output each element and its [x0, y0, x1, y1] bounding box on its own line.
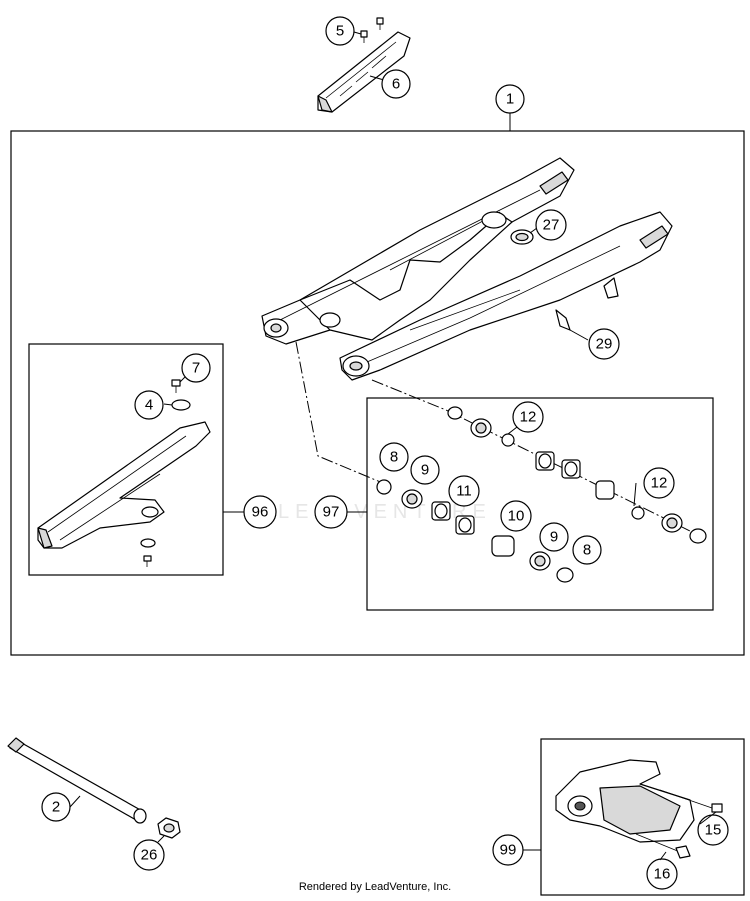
- callout-5: 5: [325, 16, 355, 46]
- svg-text:4: 4: [145, 397, 153, 414]
- svg-text:12: 12: [520, 409, 537, 426]
- washer-lower: [140, 538, 156, 548]
- callout-96: 96: [243, 495, 277, 529]
- svg-text:2: 2: [52, 799, 60, 816]
- svg-text:97: 97: [323, 504, 340, 521]
- bearing-parts-upper: [447, 406, 707, 544]
- callout-12-upper: 12: [512, 401, 544, 433]
- svg-text:8: 8: [390, 449, 398, 466]
- svg-text:99: 99: [500, 842, 517, 859]
- axle-nut: [157, 817, 181, 839]
- callout-9-left: 9: [410, 455, 440, 485]
- washer-4: [171, 399, 191, 411]
- callout-29: 29: [588, 328, 620, 360]
- callout-16: 16: [646, 858, 678, 890]
- svg-text:5: 5: [336, 23, 344, 40]
- svg-text:16: 16: [654, 866, 671, 883]
- screw-7: [171, 379, 181, 393]
- callout-2: 2: [41, 792, 71, 822]
- callout-97: 97: [314, 495, 348, 529]
- swingarm-assembly-box: [10, 130, 745, 656]
- footer-credit: Rendered by LeadVenture, Inc.: [298, 881, 452, 893]
- pivot-axis-line-left: [295, 341, 391, 487]
- callout-8-right: 8: [572, 535, 602, 565]
- callout-7: 7: [181, 353, 211, 383]
- svg-text:12: 12: [651, 475, 668, 492]
- screw-lower: [143, 555, 152, 567]
- svg-text:29: 29: [596, 336, 613, 353]
- upper-chain-slider: [317, 31, 411, 113]
- svg-text:10: 10: [508, 508, 525, 525]
- callout-10: 10: [500, 500, 532, 532]
- swingarm: [261, 157, 673, 381]
- svg-text:27: 27: [543, 217, 560, 234]
- svg-text:15: 15: [705, 822, 722, 839]
- svg-text:96: 96: [252, 504, 269, 521]
- chain-guide: [555, 759, 723, 859]
- callout-15: 15: [697, 814, 729, 846]
- svg-text:8: 8: [583, 542, 591, 559]
- chain-guide-kit-box: [540, 738, 745, 896]
- svg-text:9: 9: [550, 529, 558, 546]
- callout-6: 6: [381, 69, 411, 99]
- bearing-parts-lower: [376, 479, 574, 583]
- svg-text:7: 7: [192, 360, 200, 377]
- callout-9-right: 9: [539, 522, 569, 552]
- svg-text:26: 26: [141, 847, 158, 864]
- lower-chain-slider: [37, 421, 211, 549]
- callout-8-left: 8: [379, 442, 409, 472]
- swingarm-axle: [7, 737, 147, 824]
- svg-text:6: 6: [392, 76, 400, 93]
- callout-27: 27: [535, 209, 567, 241]
- callout-4: 4: [134, 390, 164, 420]
- callout-26: 26: [133, 839, 165, 871]
- callout-99: 99: [492, 834, 524, 866]
- svg-text:9: 9: [421, 462, 429, 479]
- svg-text:1: 1: [506, 91, 514, 108]
- svg-text:11: 11: [456, 483, 472, 500]
- callout-12-lower: 12: [643, 467, 675, 499]
- screw-5a: [376, 17, 384, 30]
- bearing-kit-box: [366, 397, 714, 611]
- callout-1: 1: [495, 84, 525, 114]
- screw-5b: [360, 30, 368, 43]
- pivot-axis-line-right: [371, 379, 701, 537]
- chain-slider-kit-box: [28, 343, 224, 576]
- callout-11: 11: [448, 475, 480, 507]
